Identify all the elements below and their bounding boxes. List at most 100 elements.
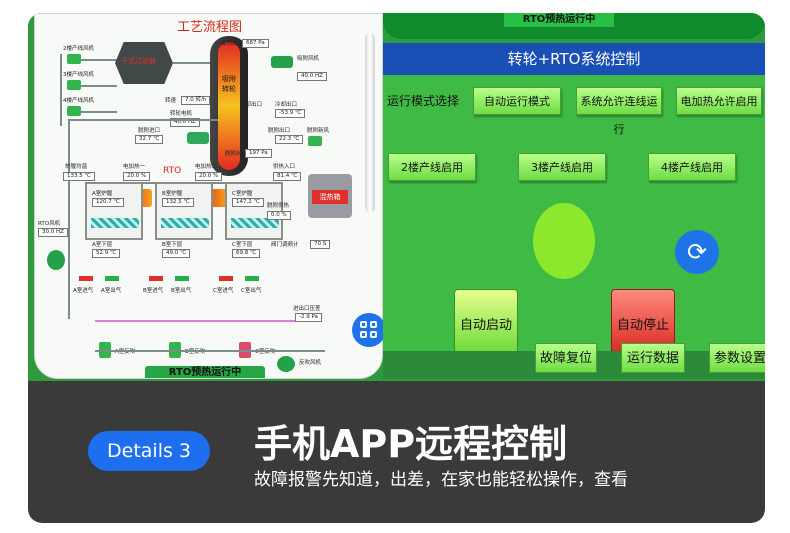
desorb-exit-value: 197 Pa xyxy=(245,149,272,158)
apps-grid-icon[interactable] xyxy=(352,313,386,347)
floor-fan-4[interactable] xyxy=(67,106,81,116)
furnace-temp-label: 炉膛均温 xyxy=(65,164,88,170)
valve-open-label: 阀门调频计 xyxy=(271,242,299,248)
heater2-value: 20.0 % xyxy=(195,172,223,181)
desorb-inlet-value: 32.7 ℃ xyxy=(135,135,164,144)
blow-label-b: B室反吹 xyxy=(185,349,206,355)
desorb-outlet-label: 脱附出口 xyxy=(268,128,291,134)
supply-inlet-value: 81.4 ℃ xyxy=(273,172,302,181)
dry-filter xyxy=(115,42,173,84)
control-screen: RTO预热运行中 转轮+RTO系统控制 运行模式选择 自动运行模式 系统允许连线… xyxy=(383,13,765,379)
blow-label-c: C室反吹 xyxy=(255,349,276,355)
process-flow-screen: 工艺流程图 2楼产线风机 3楼产线风机 4楼产线风机 干式过滤器 吸附转轮 吸附… xyxy=(34,13,383,379)
rotor-motor[interactable] xyxy=(187,132,209,144)
caption-heading: 手机APP远程控制 xyxy=(254,422,568,466)
process-title: 工艺流程图 xyxy=(176,20,242,35)
gas-label-b-in: B室进气 xyxy=(143,288,164,294)
rto-fan-label: RTO风机 xyxy=(38,221,61,227)
suction-fan-value: 40.0 HZ xyxy=(297,72,327,81)
adsorption-rotor xyxy=(210,36,248,176)
heater1-label: 电加热一 xyxy=(123,164,146,170)
rotor-motor-value: 40.0 HZ xyxy=(170,118,200,127)
desorb-inlet-label: 脱附进口 xyxy=(138,128,161,134)
floor2-line-button[interactable]: 2楼产线启用 xyxy=(388,153,476,181)
allow-heater-button[interactable]: 电加热允许启用 xyxy=(676,87,762,115)
right-top-strip: RTO预热运行中 xyxy=(383,13,765,39)
rto-fan-value: 30.0 HZ xyxy=(38,228,68,237)
rto-fan[interactable] xyxy=(47,250,65,270)
chamber-a-upper-value: 120.7 ℃ xyxy=(92,198,124,207)
chamber-b-lower-value: 49.0 ℃ xyxy=(162,249,191,258)
pressure-label: 进出口压差 xyxy=(293,306,321,312)
control-header: 转轮+RTO系统控制 xyxy=(383,43,765,75)
gas-label-a-out: A室出气 xyxy=(101,288,122,294)
details-badge: Details 3 xyxy=(88,431,210,471)
floor-fan-2[interactable] xyxy=(67,54,81,64)
fault-reset-button[interactable]: 故障复位 xyxy=(535,343,597,373)
heater2-label: 电加热二 xyxy=(195,164,218,170)
rto-running-banner-right: RTO预热运行中 xyxy=(504,13,614,27)
allow-connection-button[interactable]: 系统允许连线运行 xyxy=(576,87,662,136)
cool-outlet-value: -53.9 ℃ xyxy=(275,109,306,118)
phone-edge xyxy=(365,33,375,213)
floor-fan-label-2: 2楼产线风机 xyxy=(63,46,94,52)
chamber-a-lower-value: 52.9 ℃ xyxy=(92,249,121,258)
desorb-supply-label: 脱附供热 xyxy=(267,203,290,209)
suction-fan-label: 吸附风机 xyxy=(297,56,320,62)
heater1-value: 20.0 % xyxy=(123,172,151,181)
cool-outlet-label-2: 冷却出口 xyxy=(275,102,298,108)
pressure-value: -2.9 Pa xyxy=(295,313,322,322)
floor-fan-label-4: 4楼产线风机 xyxy=(63,98,94,104)
chamber-b-lower-label: B室下层 xyxy=(162,242,183,248)
rotor-speed-value: 7.0 转/h xyxy=(181,96,211,105)
desorb-outlet-value: 22.3 ℃ xyxy=(275,135,304,144)
chamber-b-upper-label: B室炉膛 xyxy=(162,191,183,197)
chamber-c-upper-label: C室炉膛 xyxy=(232,191,253,197)
chamber-c-lower-label: C室下层 xyxy=(232,242,253,248)
rto-running-banner-left: RTO预热运行中 xyxy=(145,366,265,378)
gas-label-b-out: B室出气 xyxy=(171,288,192,294)
suction-fan[interactable] xyxy=(271,56,293,68)
rto-label: RTO xyxy=(163,166,182,176)
control-panel: 转轮+RTO系统控制 运行模式选择 自动运行模式 系统允许连线运行 电加热允许启… xyxy=(383,43,765,361)
rotor-text: 吸附转轮 xyxy=(222,75,236,93)
back-fan-label: 反吹风机 xyxy=(299,360,322,366)
settings-button[interactable]: 参数设置 xyxy=(709,343,765,373)
floor4-line-button[interactable]: 4楼产线启用 xyxy=(648,153,736,181)
auto-start-button[interactable]: 自动启动 xyxy=(454,289,518,361)
gas-label-c-in: C室进气 xyxy=(213,288,234,294)
status-indicator xyxy=(533,203,595,279)
desorb-exit-label: 脱附出口 xyxy=(225,151,248,157)
gas-label-c-out: C室出气 xyxy=(241,288,262,294)
rotor-speed-label: 转速 xyxy=(165,98,177,104)
mix-tank-label: 混热箱 xyxy=(312,190,348,204)
valve-open-value: 70 S xyxy=(310,240,331,249)
run-data-button[interactable]: 运行数据 xyxy=(621,343,685,373)
back-fan[interactable] xyxy=(277,356,295,372)
rotor-motor-label: 转轮电机 xyxy=(170,111,193,117)
sync-icon[interactable]: ⟳ xyxy=(675,230,719,274)
suction-outlet-label: 吸附出口 xyxy=(221,41,244,47)
gas-label-a-in: A室进气 xyxy=(73,288,94,294)
chamber-a xyxy=(85,182,143,240)
desorb-supply-value: 0.0 % xyxy=(267,211,291,220)
chamber-a-upper-label: A室炉膛 xyxy=(92,191,113,197)
cool-outlet-label: 冷却出口 xyxy=(240,102,263,108)
caption-subheading: 故障报警先知道，出差，在家也能轻松操作，查看 xyxy=(254,470,628,490)
desorb-fresh-label: 脱附新风 xyxy=(307,128,330,134)
chamber-c-upper-value: 147.2 ℃ xyxy=(232,198,264,207)
chamber-b xyxy=(155,182,213,240)
chamber-c-lower-value: 69.8 ℃ xyxy=(232,249,261,258)
dry-filter-label: 干式过滤器 xyxy=(121,57,156,65)
blow-label-a: A室反吹 xyxy=(115,349,136,355)
auto-mode-button[interactable]: 自动运行模式 xyxy=(473,87,561,115)
desorb-fresh-valve[interactable] xyxy=(308,136,322,146)
floor3-line-button[interactable]: 3楼产线启用 xyxy=(518,153,606,181)
floor-fan-label-3: 3楼产线风机 xyxy=(63,72,94,78)
floor-fan-3[interactable] xyxy=(67,80,81,90)
mix-tank: 混热箱 xyxy=(308,174,352,218)
chamber-b-upper-value: 132.5 ℃ xyxy=(162,198,194,207)
card: 工艺流程图 2楼产线风机 3楼产线风机 4楼产线风机 干式过滤器 吸附转轮 吸附… xyxy=(28,13,765,523)
suction-outlet-value: 687 Pa xyxy=(242,39,269,48)
chamber-a-lower-label: A室下层 xyxy=(92,242,113,248)
